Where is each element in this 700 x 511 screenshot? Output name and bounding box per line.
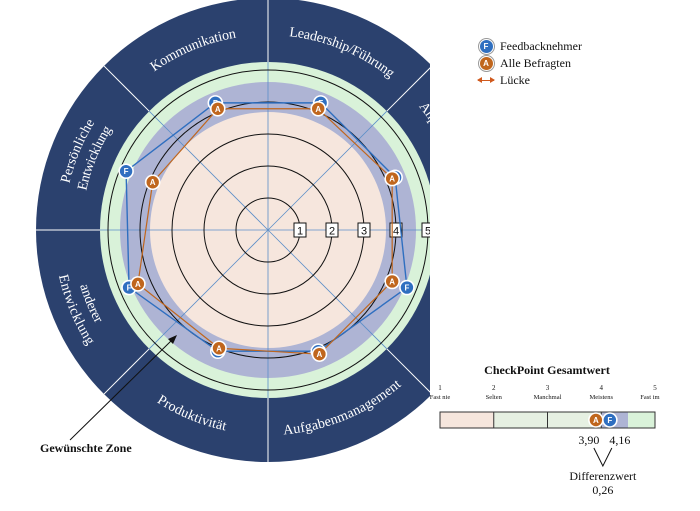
feedback-marker-icon: F <box>478 39 494 54</box>
scale-word: Meistens <box>590 394 614 401</box>
marker-letter: A <box>215 105 221 114</box>
all-respondents-point: A <box>211 340 227 357</box>
gesamtwert-title: CheckPoint Gesamtwert <box>484 363 610 377</box>
segment-divider <box>103 348 150 395</box>
all-respondents-point: A <box>384 273 400 290</box>
grid-spoke <box>267 229 388 350</box>
difference-bracket <box>593 447 613 468</box>
marker-letter: A <box>389 277 395 286</box>
marker-letter: F <box>405 284 410 293</box>
grid-spoke <box>148 110 269 231</box>
scale-label: 3 <box>361 226 367 238</box>
all-respondents-point: A <box>209 100 226 117</box>
zone-low <box>440 412 494 428</box>
difference-label: Differenzwert <box>569 469 637 483</box>
scale-word: Fast immer <box>640 394 660 401</box>
all-respondents-point: A <box>384 170 400 187</box>
segment-divider <box>386 348 430 393</box>
legend-item-luecke: Lücke <box>477 72 582 89</box>
marker-letter: F <box>607 416 612 425</box>
marker-letter: A <box>216 344 222 353</box>
marker-letter: F <box>127 284 132 293</box>
marker-letter: A <box>150 178 156 187</box>
scale-value: 2 <box>492 384 496 392</box>
feedback-point: F <box>399 279 415 296</box>
grid-spoke <box>267 110 388 231</box>
difference-value: 0,26 <box>592 483 613 497</box>
marker-letter: A <box>135 280 141 289</box>
marker-letter: F <box>124 167 129 176</box>
segment-divider <box>103 65 150 112</box>
scale-box <box>389 222 403 238</box>
scale-label: 4 <box>393 226 399 238</box>
marker-circle <box>118 163 134 180</box>
marker-letter: A <box>593 416 599 425</box>
scale-box <box>357 222 371 238</box>
double-arrow-icon <box>477 76 495 83</box>
scale-value: 1 <box>438 384 442 392</box>
marker-circle <box>384 273 400 290</box>
marker-circle <box>211 340 227 357</box>
segment-divider <box>386 67 430 112</box>
zone-pointer <box>69 339 173 441</box>
grid-spoke <box>148 229 269 350</box>
scale-label: 1 <box>297 226 303 238</box>
marker-circle <box>384 170 400 187</box>
legend-item-alle-befragten: A Alle Befragten <box>478 55 582 72</box>
marker-circle <box>310 100 327 117</box>
feedback-marker: F <box>602 412 618 428</box>
feedback-point: F <box>118 163 134 180</box>
all-respondents-point: A <box>130 276 146 292</box>
scale-word: Manchmal <box>534 394 562 401</box>
marker-circle <box>311 346 328 362</box>
marker-circle <box>209 100 226 117</box>
scale-box <box>293 222 307 238</box>
competency-wheel: 12345FFFFFFFFAAAAAAAALeadership/FührungA… <box>36 0 430 462</box>
scale-box <box>325 222 339 238</box>
scale-label: 5 <box>425 226 430 238</box>
marker-letter: A <box>317 350 323 359</box>
marker-circle <box>130 276 146 292</box>
legend-label: Feedbacknehmer <box>500 39 582 53</box>
marker-letter: A <box>389 175 395 184</box>
scale-value: 3 <box>546 384 550 392</box>
legend: F Feedbacknehmer A Alle Befragten Lücke <box>477 38 582 89</box>
all-respondents-point: A <box>310 100 327 117</box>
marker-circle <box>602 412 618 428</box>
scale-box <box>421 222 430 238</box>
zone-high <box>628 412 655 428</box>
zone-pointer-head <box>168 335 177 344</box>
feedbacknehmer-value: 4,16 <box>609 433 630 447</box>
scale-word: Selten <box>486 394 503 401</box>
scale-word: Fast nie <box>430 394 450 401</box>
all-respondents-point: A <box>311 346 328 362</box>
all-respondents-marker-icon: A <box>478 56 494 71</box>
marker-circle <box>399 279 415 296</box>
alle-befragten-value: 3,90 <box>578 433 599 447</box>
all-respondents-point: A <box>144 174 161 191</box>
marker-circle <box>144 174 161 191</box>
legend-label: Alle Befragten <box>500 56 571 70</box>
scale-label: 2 <box>329 226 335 238</box>
legend-label: Lücke <box>500 73 530 87</box>
scale-value: 4 <box>600 384 604 392</box>
all-respondents-marker: A <box>588 412 604 428</box>
marker-letter: A <box>315 105 321 114</box>
scale-value: 5 <box>653 384 657 392</box>
desired-zone-label: Gewünschte Zone <box>40 441 132 455</box>
legend-item-feedbacknehmer: F Feedbacknehmer <box>478 38 582 55</box>
